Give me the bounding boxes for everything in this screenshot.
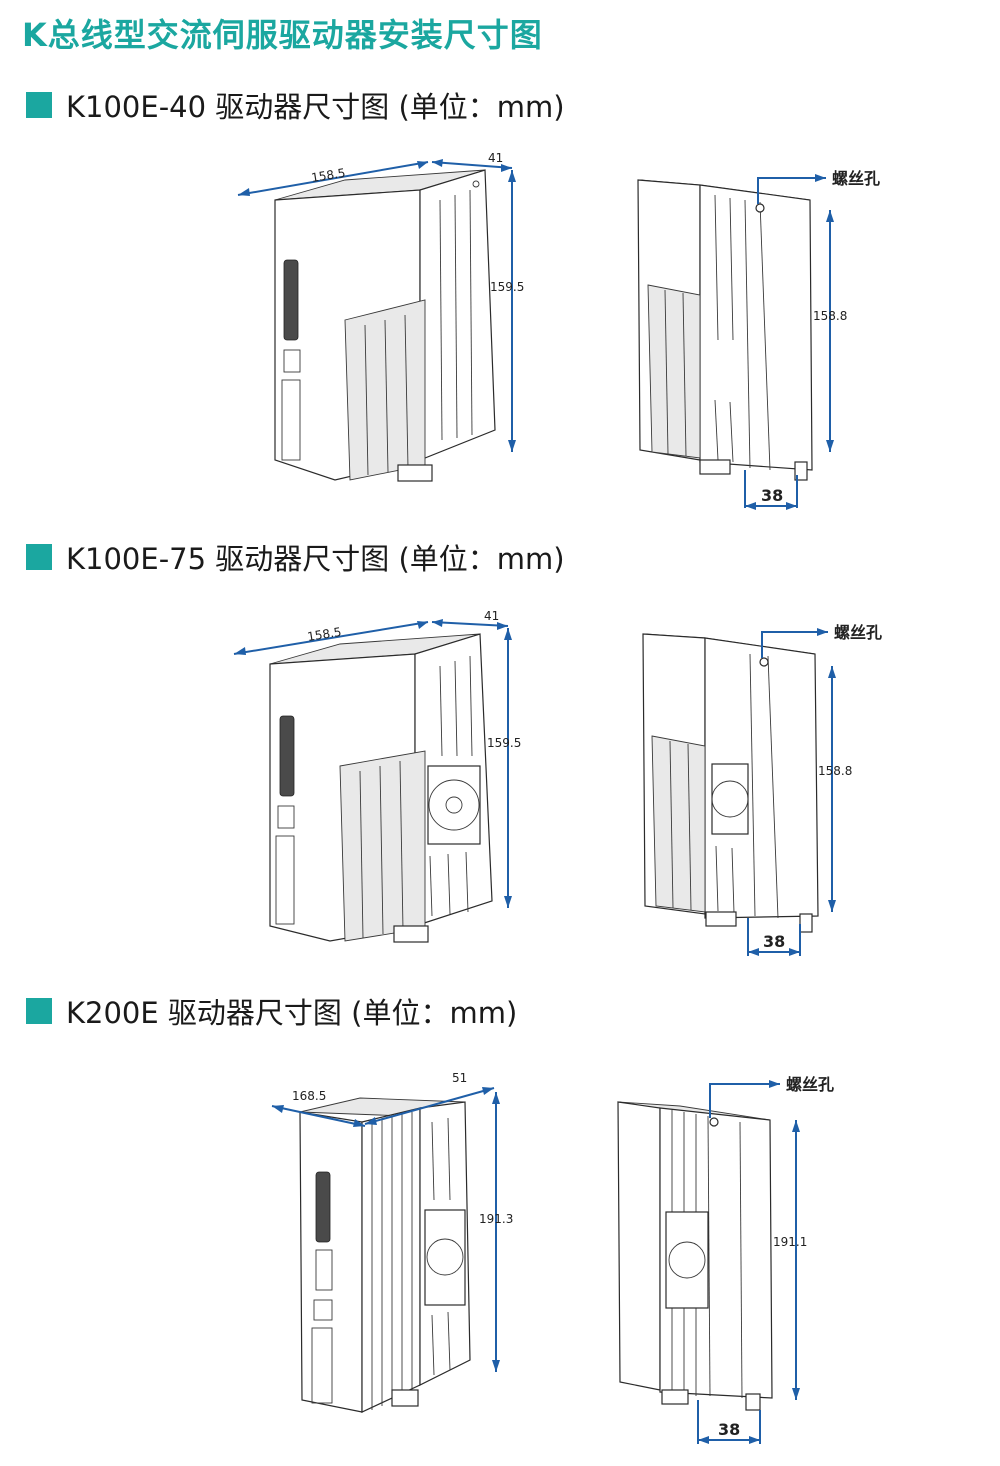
drawing-k100e-40: 158.5 41 159.5 [0, 140, 1000, 520]
screw-hole-callout: 螺丝孔 [757, 169, 880, 204]
section-heading-k200e: K200E 驱动器尺寸图 (单位：mm) [26, 990, 517, 1032]
section-heading-k100e-75: K100E-75 驱动器尺寸图 (单位：mm) [26, 536, 565, 578]
front-width-label: 41 [484, 609, 499, 623]
front-depth-label: 158.5 [306, 625, 342, 644]
hole-spacing-dimension: 38 [744, 470, 798, 510]
section-heading-k100e-40: K100E-40 驱动器尺寸图 (单位：mm) [26, 84, 565, 126]
screw-hole-callout: 螺丝孔 [761, 623, 882, 658]
section-heading-text: K100E-40 驱动器尺寸图 (单位：mm) [66, 90, 565, 124]
drawing-k200e: 168.5 51 191.3 [0, 1060, 1000, 1460]
front-height-label: 159.5 [487, 736, 521, 750]
side-height-label: 158.8 [813, 309, 847, 323]
side-view-drawing [637, 179, 813, 481]
side-view-drawing [642, 633, 819, 933]
section-heading-text: K100E-75 驱动器尺寸图 (单位：mm) [66, 542, 565, 576]
front-height-dimension: 191.3 [479, 1092, 513, 1372]
front-depth-label: 168.5 [292, 1089, 326, 1103]
section-marker-icon [26, 544, 52, 570]
section-marker-icon [26, 92, 52, 118]
front-view-drawing [274, 169, 496, 482]
section-marker-icon [26, 998, 52, 1024]
front-width-dimension: 41 [431, 151, 513, 172]
front-width-label: 51 [452, 1071, 467, 1085]
side-height-label: 158.8 [818, 764, 852, 778]
hole-spacing-dimension: 38 [697, 1400, 761, 1444]
side-view-drawing [617, 1101, 773, 1411]
front-height-dimension: 159.5 [490, 170, 524, 452]
front-depth-dimension: 168.5 [271, 1089, 366, 1127]
screw-hole-callout: 螺丝孔 [709, 1075, 834, 1118]
side-height-label: 191.1 [773, 1235, 807, 1249]
front-height-dimension: 159.5 [487, 628, 521, 908]
front-width-dimension: 41 [431, 609, 509, 630]
section-heading-text: K200E 驱动器尺寸图 (单位：mm) [66, 996, 518, 1030]
front-depth-dimension: 158.5 [237, 161, 429, 196]
front-view-drawing [299, 1097, 471, 1413]
front-height-label: 159.5 [490, 280, 524, 294]
page-title: K总线型交流伺服驱动器安装尺寸图 [22, 16, 543, 54]
hole-spacing-dimension: 38 [747, 918, 801, 956]
side-height-dimension: 158.8 [818, 666, 852, 912]
front-depth-label: 158.5 [310, 166, 346, 185]
front-depth-dimension: 158.5 [233, 621, 429, 655]
side-height-dimension: 158.8 [813, 210, 847, 452]
screw-hole-label: 螺丝孔 [832, 169, 880, 188]
hole-spacing-label: 38 [761, 486, 783, 505]
front-width-dimension: 51 [364, 1071, 495, 1125]
front-width-label: 41 [488, 151, 503, 165]
hole-spacing-label: 38 [718, 1420, 740, 1439]
front-height-label: 191.3 [479, 1212, 513, 1226]
screw-hole-label: 螺丝孔 [834, 623, 882, 642]
screw-hole-label: 螺丝孔 [786, 1075, 834, 1094]
front-view-drawing [269, 633, 493, 943]
drawing-k100e-75: 158.5 41 159.5 [0, 596, 1000, 966]
side-height-dimension: 191.1 [773, 1120, 807, 1400]
hole-spacing-label: 38 [763, 932, 785, 951]
